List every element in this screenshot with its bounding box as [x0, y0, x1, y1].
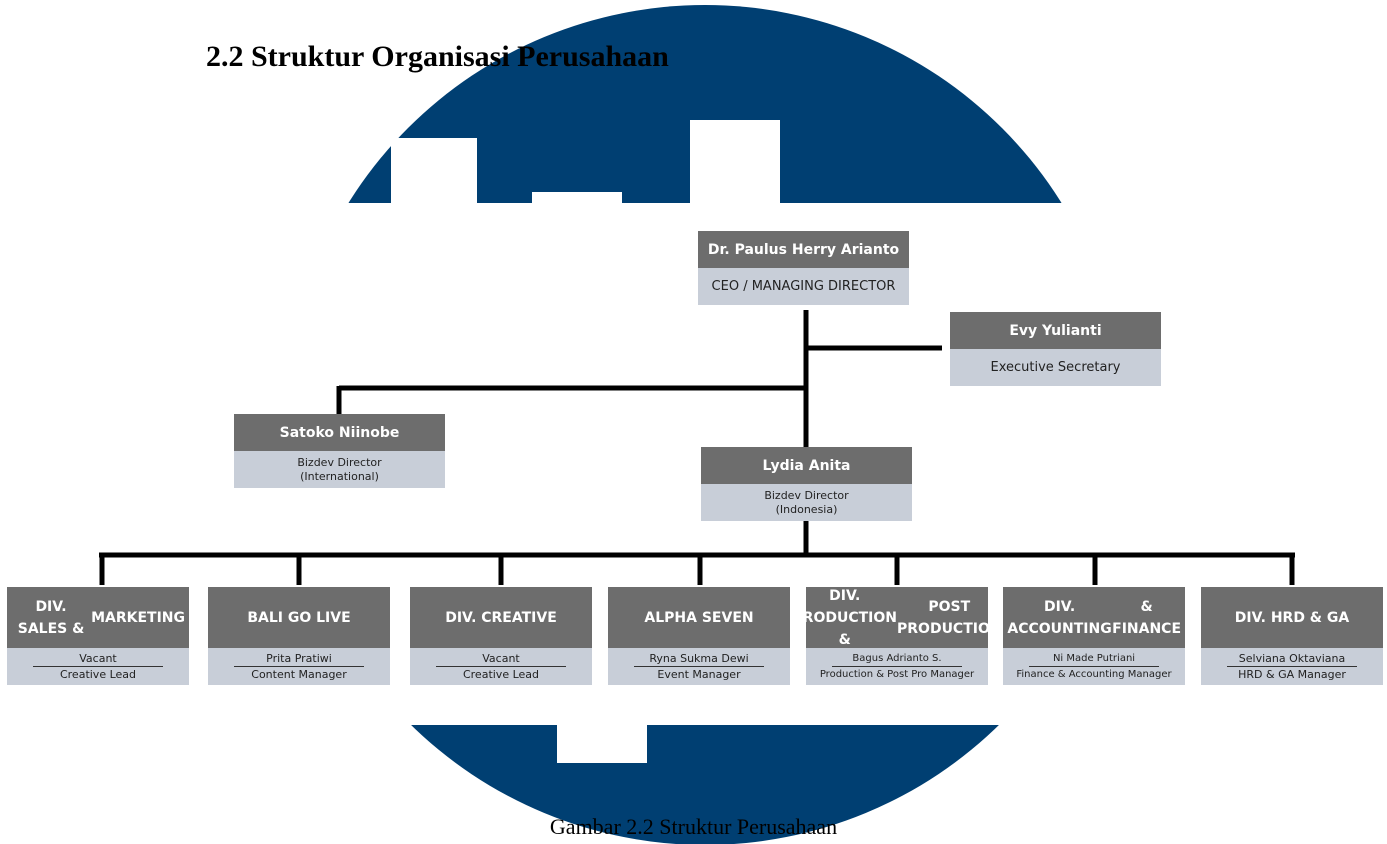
division-name: DIV. SALES & MARKETING: [7, 587, 189, 648]
division-person: Vacant: [436, 651, 566, 667]
bizdev-international-role-title: Bizdev Director: [297, 455, 382, 469]
division-name-line1: BALI GO LIVE: [247, 609, 351, 626]
section-heading: 2.2 Struktur Organisasi Perusahaan: [206, 40, 669, 73]
division-staff: Selviana Oktaviana HRD & GA Manager: [1201, 648, 1383, 685]
division-role: Creative Lead: [59, 668, 137, 681]
secretary-name: Evy Yulianti: [950, 312, 1161, 349]
division-name-line1: DIV. SALES &: [17, 598, 85, 637]
division-staff: Vacant Creative Lead: [410, 648, 592, 685]
division-staff: Vacant Creative Lead: [7, 648, 189, 685]
bizdev-international-role-region: (International): [300, 469, 379, 483]
division-card-accounting-finance: DIV. ACCOUNTING & FINANCE Ni Made Putria…: [1003, 587, 1185, 685]
division-person: Selviana Oktaviana: [1227, 651, 1357, 667]
division-role: Event Manager: [657, 668, 741, 681]
division-staff: Ni Made Putriani Finance & Accounting Ma…: [1003, 648, 1185, 685]
division-role: Production & Post Pro Manager: [819, 669, 975, 680]
secretary-card: Evy Yulianti Executive Secretary: [950, 312, 1161, 386]
division-name-line1: DIV. HRD & GA: [1234, 609, 1350, 626]
division-card-production: DIV. PRODUCTION & POST PRODUCTION Bagus …: [792, 587, 1002, 685]
division-name: DIV. CREATIVE: [410, 587, 592, 648]
division-card-creative: DIV. CREATIVE Vacant Creative Lead: [410, 587, 592, 685]
figure-caption: Gambar 2.2 Struktur Perusahaan: [549, 814, 838, 839]
division-role: Creative Lead: [462, 668, 540, 681]
bizdev-international-card: Satoko Niinobe Bizdev Director (Internat…: [234, 414, 445, 488]
division-name: BALI GO LIVE: [208, 587, 390, 648]
division-name-line1: DIV. PRODUCTION &: [792, 587, 898, 648]
secretary-role: Executive Secretary: [950, 349, 1161, 386]
division-name-line2: MARKETING: [91, 609, 185, 626]
division-card-bali-go-live: BALI GO LIVE Prita Pratiwi Content Manag…: [208, 587, 390, 685]
division-person: Ni Made Putriani: [1029, 651, 1159, 667]
division-staff: Prita Pratiwi Content Manager: [208, 648, 390, 685]
ceo-card: Dr. Paulus Herry Arianto CEO / MANAGING …: [698, 231, 909, 305]
bizdev-indonesia-role: Bizdev Director (Indonesia): [701, 484, 912, 521]
bizdev-indonesia-name: Lydia Anita: [701, 447, 912, 484]
bizdev-indonesia-role-region: (Indonesia): [775, 502, 838, 516]
division-person: Prita Pratiwi: [234, 651, 364, 667]
division-name: DIV. HRD & GA: [1201, 587, 1383, 648]
division-name-line1: ALPHA SEVEN: [644, 609, 754, 626]
bizdev-indonesia-role-title: Bizdev Director: [764, 488, 849, 502]
division-card-hrd-ga: DIV. HRD & GA Selviana Oktaviana HRD & G…: [1201, 587, 1383, 685]
division-name: DIV. PRODUCTION & POST PRODUCTION: [792, 587, 1002, 648]
bizdev-indonesia-card: Lydia Anita Bizdev Director (Indonesia): [701, 447, 912, 521]
division-role: Content Manager: [251, 668, 347, 681]
bizdev-international-role: Bizdev Director (International): [234, 451, 445, 488]
division-person: Bagus Adrianto S.: [832, 651, 962, 667]
ceo-name: Dr. Paulus Herry Arianto: [698, 231, 909, 268]
division-staff: Ryna Sukma Dewi Event Manager: [608, 648, 790, 685]
ceo-role: CEO / MANAGING DIRECTOR: [698, 268, 909, 305]
division-card-sales-marketing: DIV. SALES & MARKETING Vacant Creative L…: [7, 587, 189, 685]
division-name-line2: & FINANCE: [1112, 598, 1182, 637]
division-name-line1: DIV. CREATIVE: [445, 609, 557, 626]
bizdev-international-name: Satoko Niinobe: [234, 414, 445, 451]
division-person: Vacant: [33, 651, 163, 667]
division-name: DIV. ACCOUNTING & FINANCE: [1003, 587, 1185, 648]
division-role: Finance & Accounting Manager: [1016, 669, 1172, 680]
division-name: ALPHA SEVEN: [608, 587, 790, 648]
division-role: HRD & GA Manager: [1238, 668, 1346, 681]
division-name-line1: DIV. ACCOUNTING: [1007, 598, 1112, 637]
division-card-alpha-seven: ALPHA SEVEN Ryna Sukma Dewi Event Manage…: [608, 587, 790, 685]
division-staff: Bagus Adrianto S. Production & Post Pro …: [806, 648, 988, 685]
division-name-line2: POST PRODUCTION: [897, 598, 1002, 637]
division-person: Ryna Sukma Dewi: [634, 651, 764, 667]
